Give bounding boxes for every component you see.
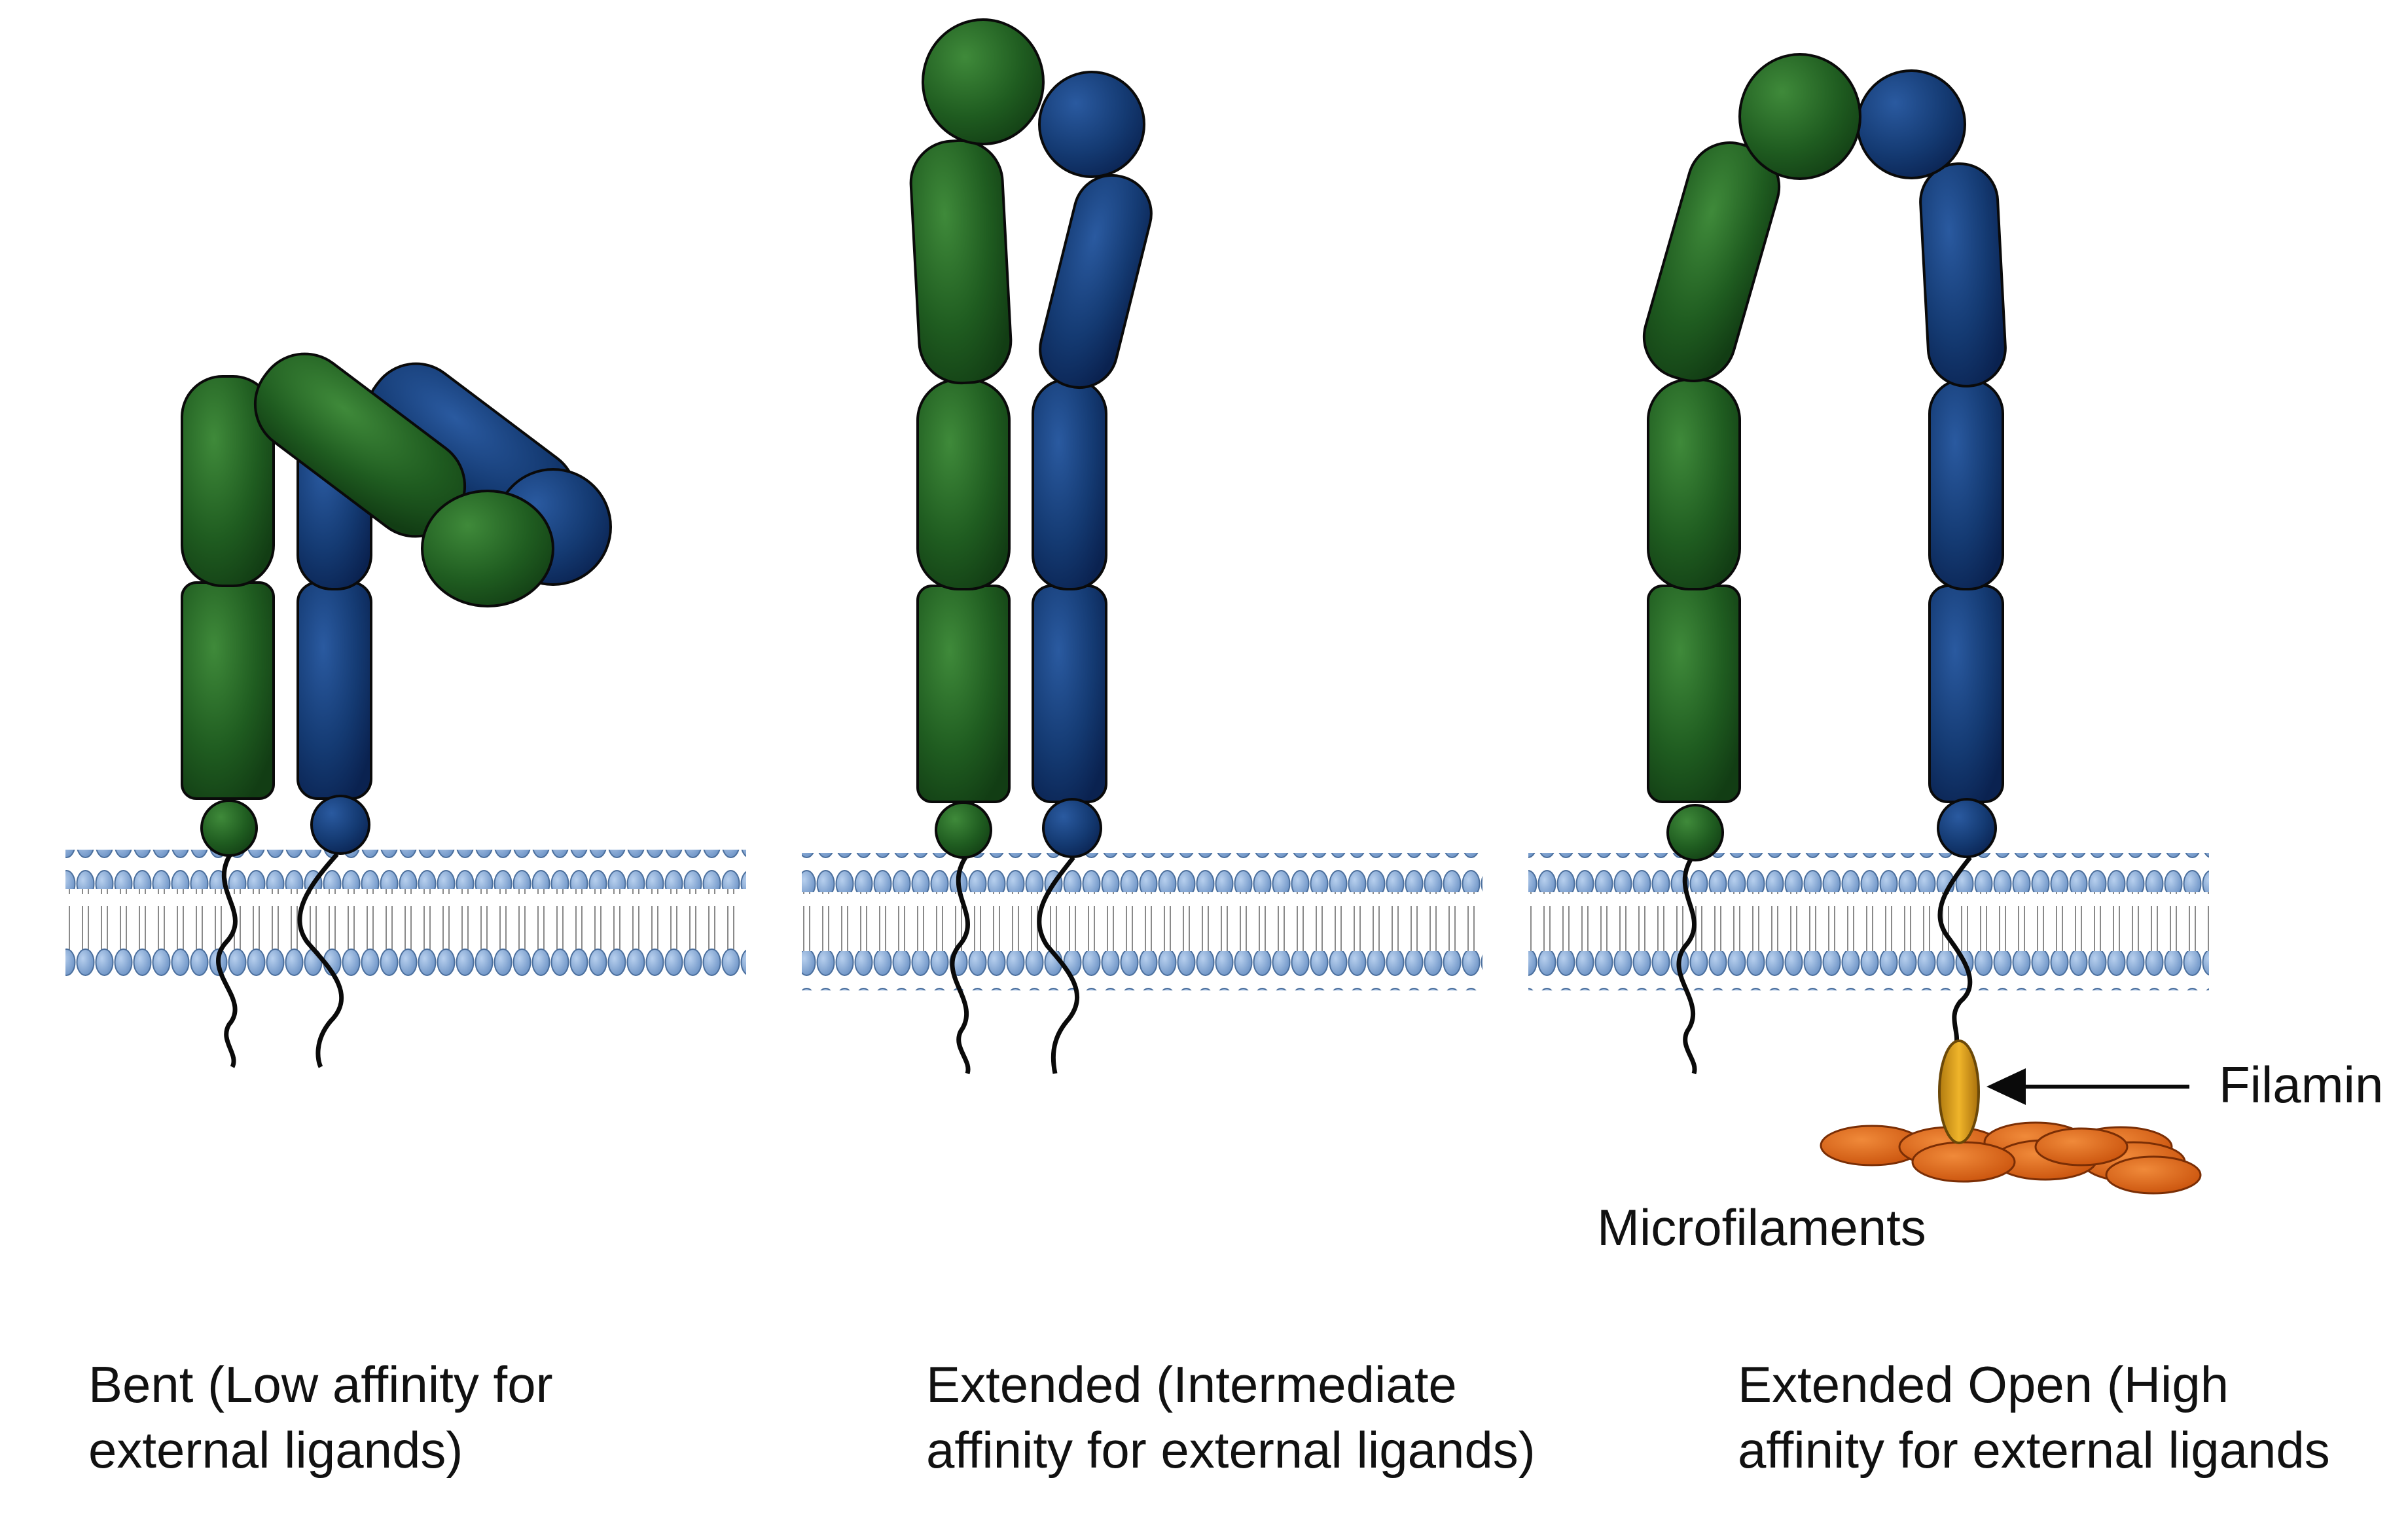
- filamin-label: Filamin: [2219, 1056, 2384, 1113]
- filamin-arrow: [1986, 1068, 2189, 1105]
- caption-extended-open: Extended Open (High affinity for externa…: [1738, 1352, 2330, 1483]
- membrane-1: [65, 850, 746, 987]
- caption-bent-line2: external ligands): [88, 1421, 463, 1479]
- caption-bent-line1: Bent (Low affinity for: [88, 1356, 553, 1413]
- integrin-bent: [181, 352, 612, 1068]
- caption-extended-open-line2: affinity for external ligands: [1738, 1421, 2330, 1479]
- caption-extended-open-line1: Extended Open (High: [1738, 1356, 2229, 1413]
- beta-tail-3: [1937, 856, 1973, 1048]
- caption-extended-line1: Extended (Intermediate: [926, 1356, 1457, 1413]
- alpha-tail-1: [216, 853, 238, 1068]
- caption-extended-line2: affinity for external ligands): [926, 1421, 1536, 1479]
- integrin-extended: [909, 18, 1153, 1075]
- alpha-tail-2: [950, 856, 971, 1075]
- caption-extended: Extended (Intermediate affinity for exte…: [926, 1352, 1536, 1483]
- caption-bent: Bent (Low affinity for external ligands): [88, 1352, 553, 1483]
- membrane-3: [1528, 853, 2209, 990]
- beta-tail-2: [1037, 856, 1080, 1074]
- membrane-2: [802, 853, 1483, 990]
- integrin-extended-open: [1642, 53, 2007, 1075]
- alpha-tail-3: [1676, 856, 1697, 1075]
- beta-tail-1: [297, 852, 344, 1068]
- microfilaments: [1820, 1121, 2202, 1195]
- microfilaments-label: Microfilaments: [1597, 1199, 1926, 1256]
- filamin: [1938, 1039, 1980, 1144]
